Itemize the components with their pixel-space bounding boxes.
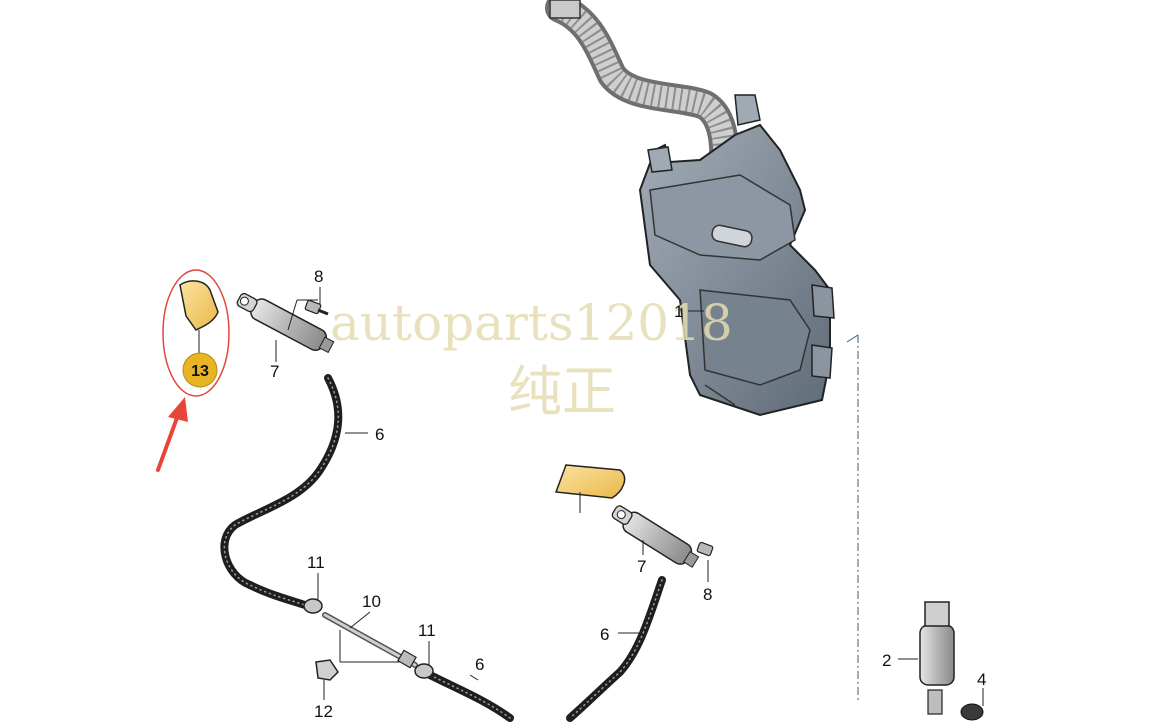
hose-clip bbox=[315, 659, 339, 681]
callout-1: 1 bbox=[674, 302, 683, 321]
callout-8-right: 8 bbox=[703, 585, 712, 604]
callout-11-left: 11 bbox=[307, 553, 325, 572]
watermark-line-2: 纯正 bbox=[508, 360, 616, 423]
callout-2: 2 bbox=[882, 651, 891, 670]
callout-12: 12 bbox=[314, 702, 333, 721]
callout-13: 13 bbox=[191, 363, 209, 380]
pointer-arrow bbox=[156, 397, 188, 472]
callout-7-right: 7 bbox=[637, 557, 646, 576]
highlight-ring bbox=[162, 269, 230, 397]
callout-10: 10 bbox=[362, 592, 381, 611]
callout-6-bottom: 6 bbox=[475, 655, 484, 674]
left-washer-nozzle bbox=[236, 292, 335, 354]
left-nozzle-cover bbox=[179, 280, 219, 331]
leader-lines bbox=[198, 287, 984, 706]
clamp-left bbox=[303, 598, 323, 614]
watermark-line-1: autoparts12018 bbox=[330, 294, 733, 352]
pump-grommet bbox=[960, 703, 984, 721]
left-bolt bbox=[304, 299, 329, 316]
washer-pump bbox=[919, 601, 955, 715]
right-bolt bbox=[696, 541, 714, 557]
hose-bottom-texture bbox=[429, 674, 511, 719]
washer-reservoir bbox=[545, 0, 835, 417]
callout-4: 4 bbox=[977, 670, 986, 689]
hose-connector bbox=[322, 612, 418, 669]
right-nozzle-cover bbox=[554, 464, 626, 499]
callout-8-left: 8 bbox=[314, 267, 323, 286]
callout-13-badge: 13 bbox=[182, 352, 218, 388]
callout-11-right: 11 bbox=[418, 621, 436, 640]
callout-6-left: 6 bbox=[375, 425, 384, 444]
hose-right-texture bbox=[569, 579, 663, 719]
callout-7-left: 7 bbox=[270, 362, 279, 381]
hose-left-texture bbox=[223, 377, 340, 606]
clamp-right bbox=[414, 663, 434, 679]
hose-right bbox=[566, 576, 666, 722]
right-washer-nozzle bbox=[611, 505, 700, 568]
hose-bottom bbox=[426, 671, 514, 722]
callout-6-right: 6 bbox=[600, 625, 609, 644]
divider-line-tick bbox=[846, 334, 859, 343]
